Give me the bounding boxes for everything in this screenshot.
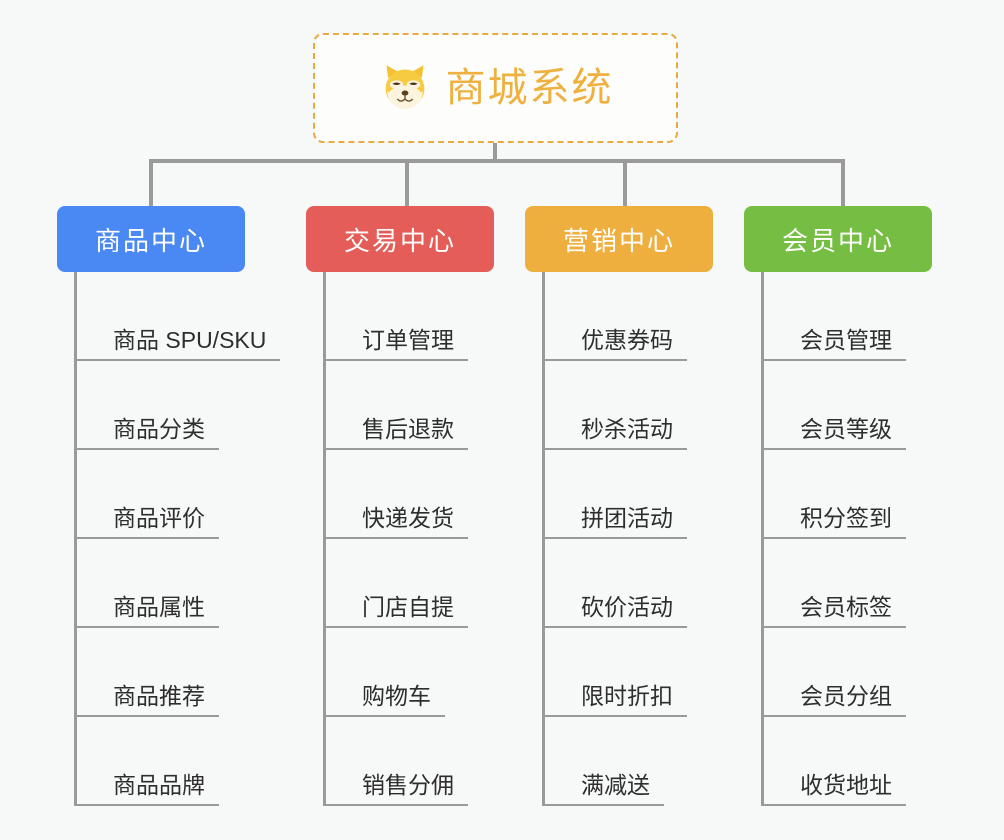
root-title: 商城系统 <box>445 66 614 110</box>
column-spine-1 <box>74 272 77 806</box>
connector-drop-2 <box>405 159 409 206</box>
leaf-label: 砍价活动 <box>545 594 687 628</box>
column-spine-4 <box>761 272 764 806</box>
leaf-item[interactable]: 购物车 <box>326 628 445 717</box>
leaf-item[interactable]: 商品评价 <box>77 450 219 539</box>
leaf-label: 会员等级 <box>764 416 906 450</box>
leaf-item[interactable]: 优惠券码 <box>545 272 687 361</box>
leaf-item[interactable]: 售后退款 <box>326 361 468 450</box>
leaf-item[interactable]: 快递发货 <box>326 450 468 539</box>
leaf-item[interactable]: 会员管理 <box>764 272 906 361</box>
leaf-item[interactable]: 商品推荐 <box>77 628 219 717</box>
connector-drop-1 <box>149 159 153 206</box>
leaf-label: 积分签到 <box>764 505 906 539</box>
leaf-label: 会员管理 <box>764 327 906 361</box>
leaf-label: 满减送 <box>545 772 664 806</box>
category-box-3[interactable]: 营销中心 <box>525 206 713 272</box>
leaf-label: 收货地址 <box>764 772 906 806</box>
leaf-label: 拼团活动 <box>545 505 687 539</box>
leaf-item[interactable]: 门店自提 <box>326 539 468 628</box>
leaf-item[interactable]: 砍价活动 <box>545 539 687 628</box>
leaf-item[interactable]: 商品 SPU/SKU <box>77 272 281 361</box>
leaf-label: 商品品牌 <box>77 772 219 806</box>
leaf-label: 商品分类 <box>77 416 219 450</box>
category-label-2: 交易中心 <box>343 225 456 256</box>
leaf-item[interactable]: 商品品牌 <box>77 717 219 806</box>
leaf-item[interactable]: 会员标签 <box>764 539 906 628</box>
leaf-item[interactable]: 销售分佣 <box>326 717 468 806</box>
leaf-item[interactable]: 收货地址 <box>764 717 906 806</box>
leaf-label: 限时折扣 <box>545 683 687 717</box>
column-spine-2 <box>323 272 326 806</box>
leaf-item[interactable]: 限时折扣 <box>545 628 687 717</box>
leaf-label: 商品评价 <box>77 505 219 539</box>
leaf-label: 订单管理 <box>326 327 468 361</box>
leaf-label: 门店自提 <box>326 594 468 628</box>
leaf-item[interactable]: 秒杀活动 <box>545 361 687 450</box>
connector-drop-3 <box>623 159 627 206</box>
connector-root-stem <box>493 143 497 163</box>
category-label-4: 会员中心 <box>781 225 894 256</box>
leaf-item[interactable]: 会员等级 <box>764 361 906 450</box>
leaf-label: 优惠券码 <box>545 327 687 361</box>
category-label-1: 商品中心 <box>94 225 207 256</box>
leaf-label: 秒杀活动 <box>545 416 687 450</box>
leaf-label: 购物车 <box>326 683 445 717</box>
leaf-item[interactable]: 会员分组 <box>764 628 906 717</box>
leaf-item[interactable]: 满减送 <box>545 717 664 806</box>
shiba-dog-face-icon <box>378 61 432 115</box>
leaf-label: 商品推荐 <box>77 683 219 717</box>
leaf-item[interactable]: 商品分类 <box>77 361 219 450</box>
leaf-label: 商品 SPU/SKU <box>77 327 281 361</box>
connector-horizontal-bus <box>149 159 845 163</box>
category-box-1[interactable]: 商品中心 <box>57 206 245 272</box>
leaf-label: 售后退款 <box>326 416 468 450</box>
category-box-4[interactable]: 会员中心 <box>744 206 932 272</box>
leaf-label: 商品属性 <box>77 594 219 628</box>
category-label-3: 营销中心 <box>562 225 675 256</box>
leaf-item[interactable]: 订单管理 <box>326 272 468 361</box>
leaf-item[interactable]: 拼团活动 <box>545 450 687 539</box>
root-node-shangcheng-xitong[interactable]: 商城系统 <box>313 33 678 143</box>
leaf-item[interactable]: 积分签到 <box>764 450 906 539</box>
category-box-2[interactable]: 交易中心 <box>306 206 494 272</box>
leaf-label: 快递发货 <box>326 505 468 539</box>
leaf-label: 会员标签 <box>764 594 906 628</box>
leaf-label: 会员分组 <box>764 683 906 717</box>
leaf-label: 销售分佣 <box>326 772 468 806</box>
connector-drop-4 <box>841 159 845 206</box>
column-spine-3 <box>542 272 545 806</box>
leaf-item[interactable]: 商品属性 <box>77 539 219 628</box>
